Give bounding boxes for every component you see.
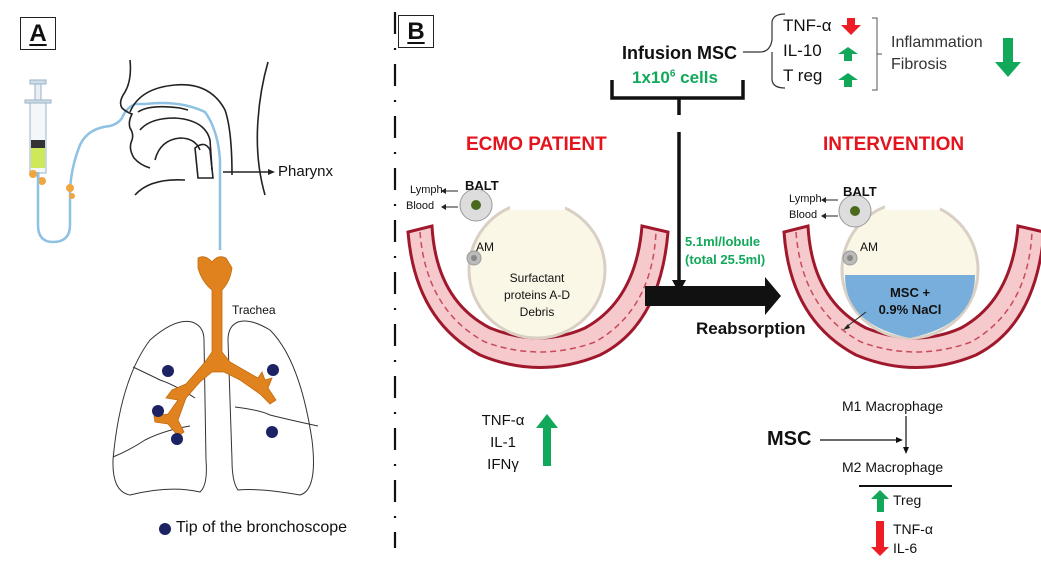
tnf-alpha-label: TNF-α	[893, 521, 933, 537]
infusion-bracket	[610, 80, 745, 290]
reabsorption-label: Reabsorption	[696, 319, 806, 338]
dose-per-lobule: 5.1ml/lobule	[685, 234, 761, 249]
ecmo-balt-label: BALT	[465, 178, 499, 193]
trachea-label: Trachea	[232, 303, 276, 317]
outcome-inflammation: Inflammation	[891, 34, 983, 51]
ecmo-content-1: Surfactant	[509, 271, 565, 285]
effect-treg: T reg	[783, 66, 823, 85]
intervention-alveolus	[782, 190, 1041, 369]
intervention-balt-icon	[838, 194, 872, 228]
m2-macrophage-label: M2 Macrophage	[842, 459, 944, 475]
fluid-label-1: MSC +	[889, 285, 931, 300]
msc-label: MSC	[767, 428, 812, 450]
effect-tnf: TNF-α	[783, 16, 832, 35]
ecmo-alveolus	[406, 188, 670, 369]
infusion-title: Infusion MSC	[622, 43, 737, 63]
intervention-balt-label: BALT	[843, 184, 877, 199]
ecmo-content-3: Debris	[519, 305, 555, 319]
ecmo-cytokine-up-arrow-icon	[536, 414, 558, 466]
intervention-lymph-label: Lymph	[789, 193, 822, 205]
dose-suffix: cells	[675, 68, 718, 87]
ecmo-blood-label: Blood	[406, 200, 435, 212]
effect-il10: IL-10	[783, 41, 822, 60]
catheter-tube	[36, 101, 222, 250]
bronchoscope-tips	[152, 364, 279, 445]
intervention-title: INTERVENTION	[823, 134, 965, 155]
ecmo-content-2: proteins A-D	[503, 288, 571, 302]
ecmo-cytokine-2: IL-1	[490, 434, 516, 451]
ecmo-lymph-label: Lymph	[410, 184, 443, 196]
m1-to-m2-arrow-head	[903, 447, 909, 454]
cytokine-down-arrow-icon	[871, 521, 889, 556]
m1-macrophage-label: M1 Macrophage	[842, 398, 944, 414]
ecmo-balt-icon	[459, 188, 493, 222]
panel-b-label: B	[398, 15, 434, 48]
ecmo-patient-title: ECMO PATIENT	[466, 134, 607, 155]
ecmo-cytokine-1: TNF-α	[481, 412, 525, 429]
dose-exponent: 6	[669, 68, 676, 80]
syringe-icon	[24, 79, 52, 185]
big-right-arrow-icon	[645, 277, 781, 315]
msc-arrow-head	[896, 437, 903, 443]
trachea	[153, 256, 277, 437]
legend-dot-icon	[159, 523, 171, 535]
treg-up-arrow-icon	[838, 73, 858, 87]
treg-up-arrow-icon-2	[871, 490, 889, 512]
treg-label: Treg	[893, 492, 922, 508]
intervention-am-label: AM	[860, 240, 878, 254]
pharynx-label: Pharynx	[278, 163, 334, 180]
infusion-dose: 1x106 cells	[632, 68, 718, 88]
head-profile	[119, 59, 269, 196]
dose-total: (total 25.5ml)	[685, 252, 766, 267]
il10-up-arrow-icon	[838, 47, 858, 61]
panel-a-label: A	[20, 17, 56, 50]
outcome-down-arrow-icon	[995, 38, 1021, 77]
fluid-label-2: 0.9% NaCl	[878, 302, 942, 317]
legend-text: Tip of the bronchoscope	[176, 519, 348, 536]
ecmo-cytokine-3: IFNγ	[487, 456, 519, 473]
tnf-down-arrow-icon	[841, 18, 861, 35]
il6-label: IL-6	[893, 540, 918, 556]
outcome-fibrosis: Fibrosis	[891, 56, 948, 73]
ecmo-am-label: AM	[476, 240, 494, 254]
dose-prefix: 1x10	[632, 68, 670, 87]
intervention-blood-label: Blood	[789, 209, 818, 221]
